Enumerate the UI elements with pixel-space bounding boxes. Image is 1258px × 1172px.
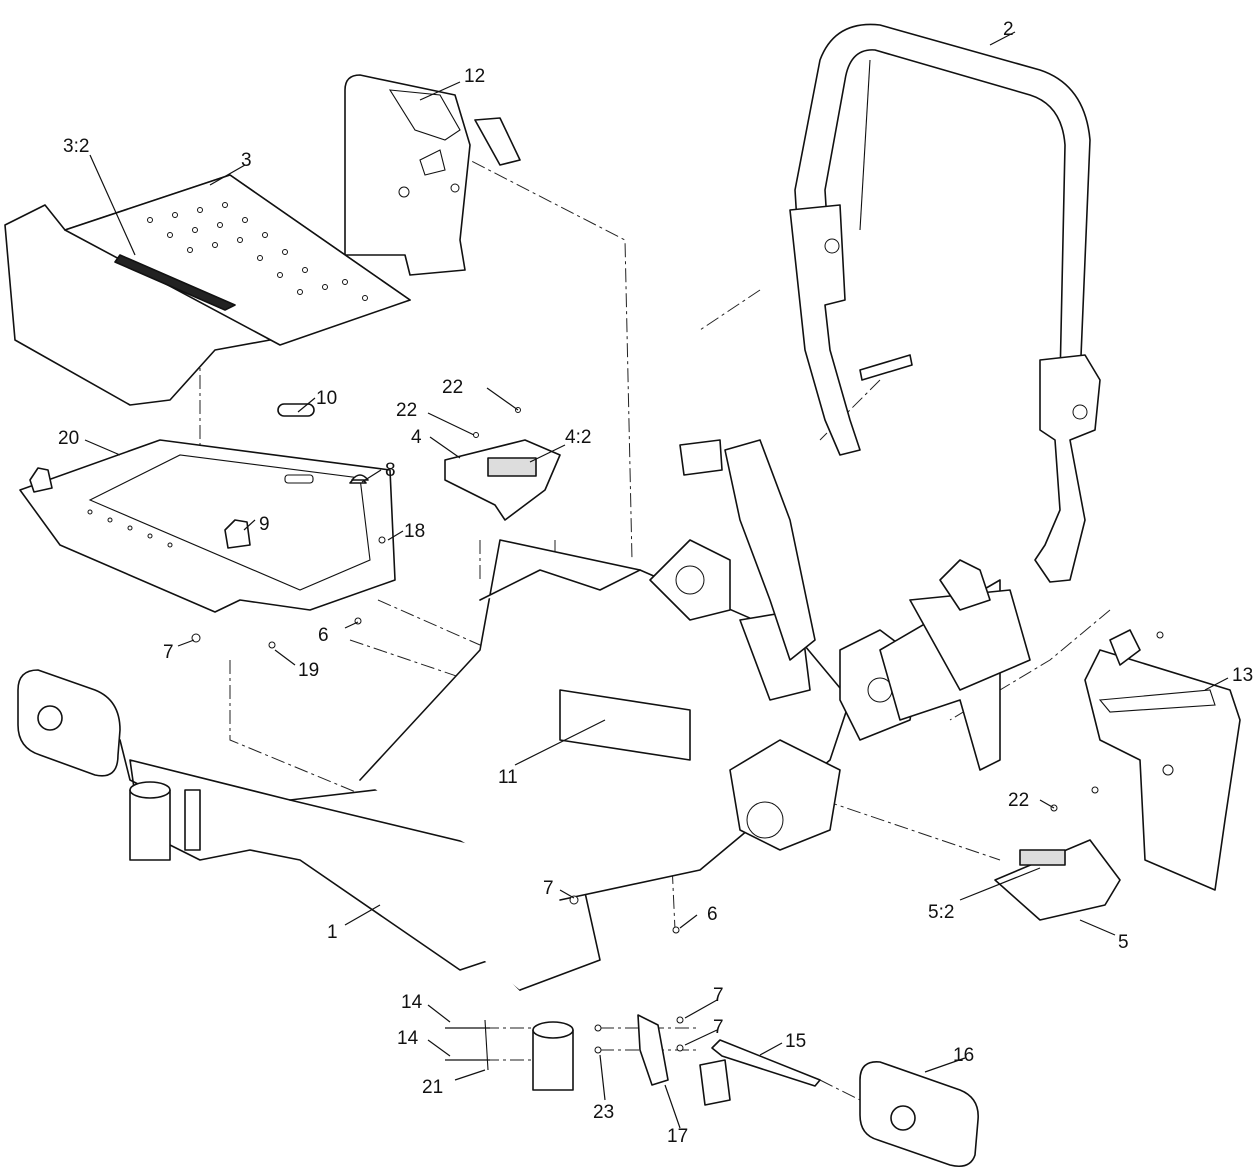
callout-22-c: 22: [1008, 790, 1029, 811]
callout-7-b: 7: [543, 878, 554, 899]
callout-8: 8: [385, 460, 396, 481]
callout-21: 21: [422, 1077, 443, 1098]
side-panel-part-12: [344, 74, 521, 276]
callout-3-2: 3:2: [63, 136, 89, 157]
callout-7-c: 7: [713, 985, 724, 1006]
callout-12: 12: [464, 66, 485, 87]
callout-15: 15: [785, 1031, 806, 1052]
callout-14-b: 14: [397, 1028, 419, 1049]
callout-14-a: 14: [401, 992, 423, 1013]
callout-labels: 2 12 3:2 3 10 22 22 4 4:2 20 8 9 18 6 7 …: [58, 19, 1253, 1147]
callout-17: 17: [667, 1126, 688, 1147]
callout-11: 11: [498, 767, 518, 788]
callout-1: 1: [327, 922, 338, 943]
callout-22-a: 22: [442, 377, 463, 398]
callout-6-b: 6: [707, 904, 718, 925]
callout-4: 4: [411, 427, 422, 448]
seat-pan-part-20: [19, 439, 396, 613]
callout-7-d: 7: [713, 1017, 724, 1038]
floor-plate-part-3: [4, 174, 411, 406]
main-frame-part-1: [129, 439, 1031, 991]
callout-3: 3: [241, 150, 252, 171]
callout-16: 16: [953, 1045, 974, 1066]
leader-lines: [84, 31, 1229, 1129]
callout-19: 19: [298, 660, 319, 681]
callout-9: 9: [259, 514, 270, 535]
callout-22-b: 22: [396, 400, 417, 421]
callout-18: 18: [404, 521, 425, 542]
callout-4-2: 4:2: [565, 427, 591, 448]
callout-7-a: 7: [163, 642, 174, 663]
callout-23: 23: [593, 1102, 614, 1123]
callout-10: 10: [316, 388, 337, 409]
callout-13: 13: [1232, 665, 1253, 686]
console-cover-part-4: [444, 439, 561, 521]
floor-plate-hole-pattern: [147, 202, 368, 301]
callout-2: 2: [1003, 19, 1014, 40]
grommet-part-10: [277, 403, 315, 417]
callout-6-a: 6: [318, 625, 329, 646]
side-panel-part-13: [1084, 629, 1241, 891]
lower-mount-assembly: [445, 1014, 979, 1168]
callout-20: 20: [58, 428, 79, 449]
callout-5: 5: [1118, 932, 1129, 953]
console-cover-part-5: [994, 839, 1121, 921]
callout-5-2: 5:2: [928, 902, 954, 923]
roll-bar-part-2: [679, 23, 1101, 583]
mirror-left: [17, 669, 201, 861]
